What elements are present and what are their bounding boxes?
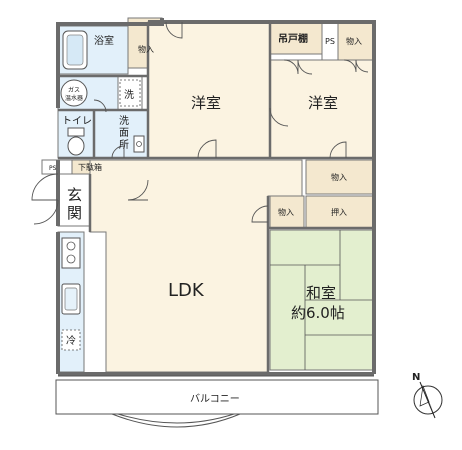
label-washroom-3: 所 xyxy=(119,139,129,151)
entrance-area xyxy=(57,173,91,227)
laundry-area xyxy=(117,75,143,111)
label-toilet: トイレ xyxy=(62,116,92,127)
label-laundry: 洗 xyxy=(124,89,134,101)
label-closet: 押入 xyxy=(331,207,347,217)
label-japanese-room: 和室 xyxy=(306,284,336,302)
label-gas-heater-2: 温水器 xyxy=(65,94,83,102)
laundry-box xyxy=(119,79,141,107)
toilet-tank xyxy=(67,127,85,137)
label-hanging-shelf: 吊戸棚 xyxy=(278,32,308,45)
label-western-1: 洋室 xyxy=(191,94,221,112)
label-shoe-box: 下駄箱 xyxy=(78,162,102,172)
stove-icon xyxy=(61,237,81,269)
label-storage-small: 物入 xyxy=(278,207,294,217)
gas-heater-icon xyxy=(60,79,88,107)
label-balcony: バルコニー xyxy=(190,393,240,405)
closet-area xyxy=(305,195,375,229)
label-fridge: 冷 xyxy=(66,334,76,347)
washbasin-icon xyxy=(133,135,145,153)
label-washroom-1: 洗 xyxy=(119,115,129,127)
label-entrance-1: 玄 xyxy=(67,186,82,204)
label-storage-top-right: 物入 xyxy=(346,36,362,46)
compass-label: N xyxy=(412,372,420,383)
burner-icon xyxy=(66,241,76,251)
bathtub-inner xyxy=(66,34,84,66)
door-swings xyxy=(31,21,369,225)
balcony xyxy=(55,379,379,428)
fridge-box xyxy=(61,329,81,351)
compass-icon xyxy=(413,381,443,419)
label-bath: 浴室 xyxy=(94,34,114,47)
label-washroom-2: 面 xyxy=(119,128,129,139)
label-japanese-size: 約6.0帖 xyxy=(291,304,345,322)
sink-basin xyxy=(64,287,78,311)
label-entrance-2: 関 xyxy=(67,204,82,222)
label-ldk: LDK xyxy=(168,280,205,301)
storage-mid-area xyxy=(305,159,375,195)
toilet-icon xyxy=(67,136,85,156)
western-room-1-area xyxy=(147,21,271,159)
label-ps-left: PS xyxy=(49,165,57,172)
storage-small-area xyxy=(269,195,305,229)
label-gas-heater-1: ガス xyxy=(68,86,80,94)
label-western-2: 洋室 xyxy=(308,94,338,112)
label-ps-top: PS xyxy=(325,37,335,46)
washbasin-drain xyxy=(136,141,142,147)
burner-icon xyxy=(66,254,76,264)
label-storage-top-left: 物入 xyxy=(138,44,154,54)
walls xyxy=(56,18,376,376)
label-storage-mid: 物入 xyxy=(331,172,347,182)
